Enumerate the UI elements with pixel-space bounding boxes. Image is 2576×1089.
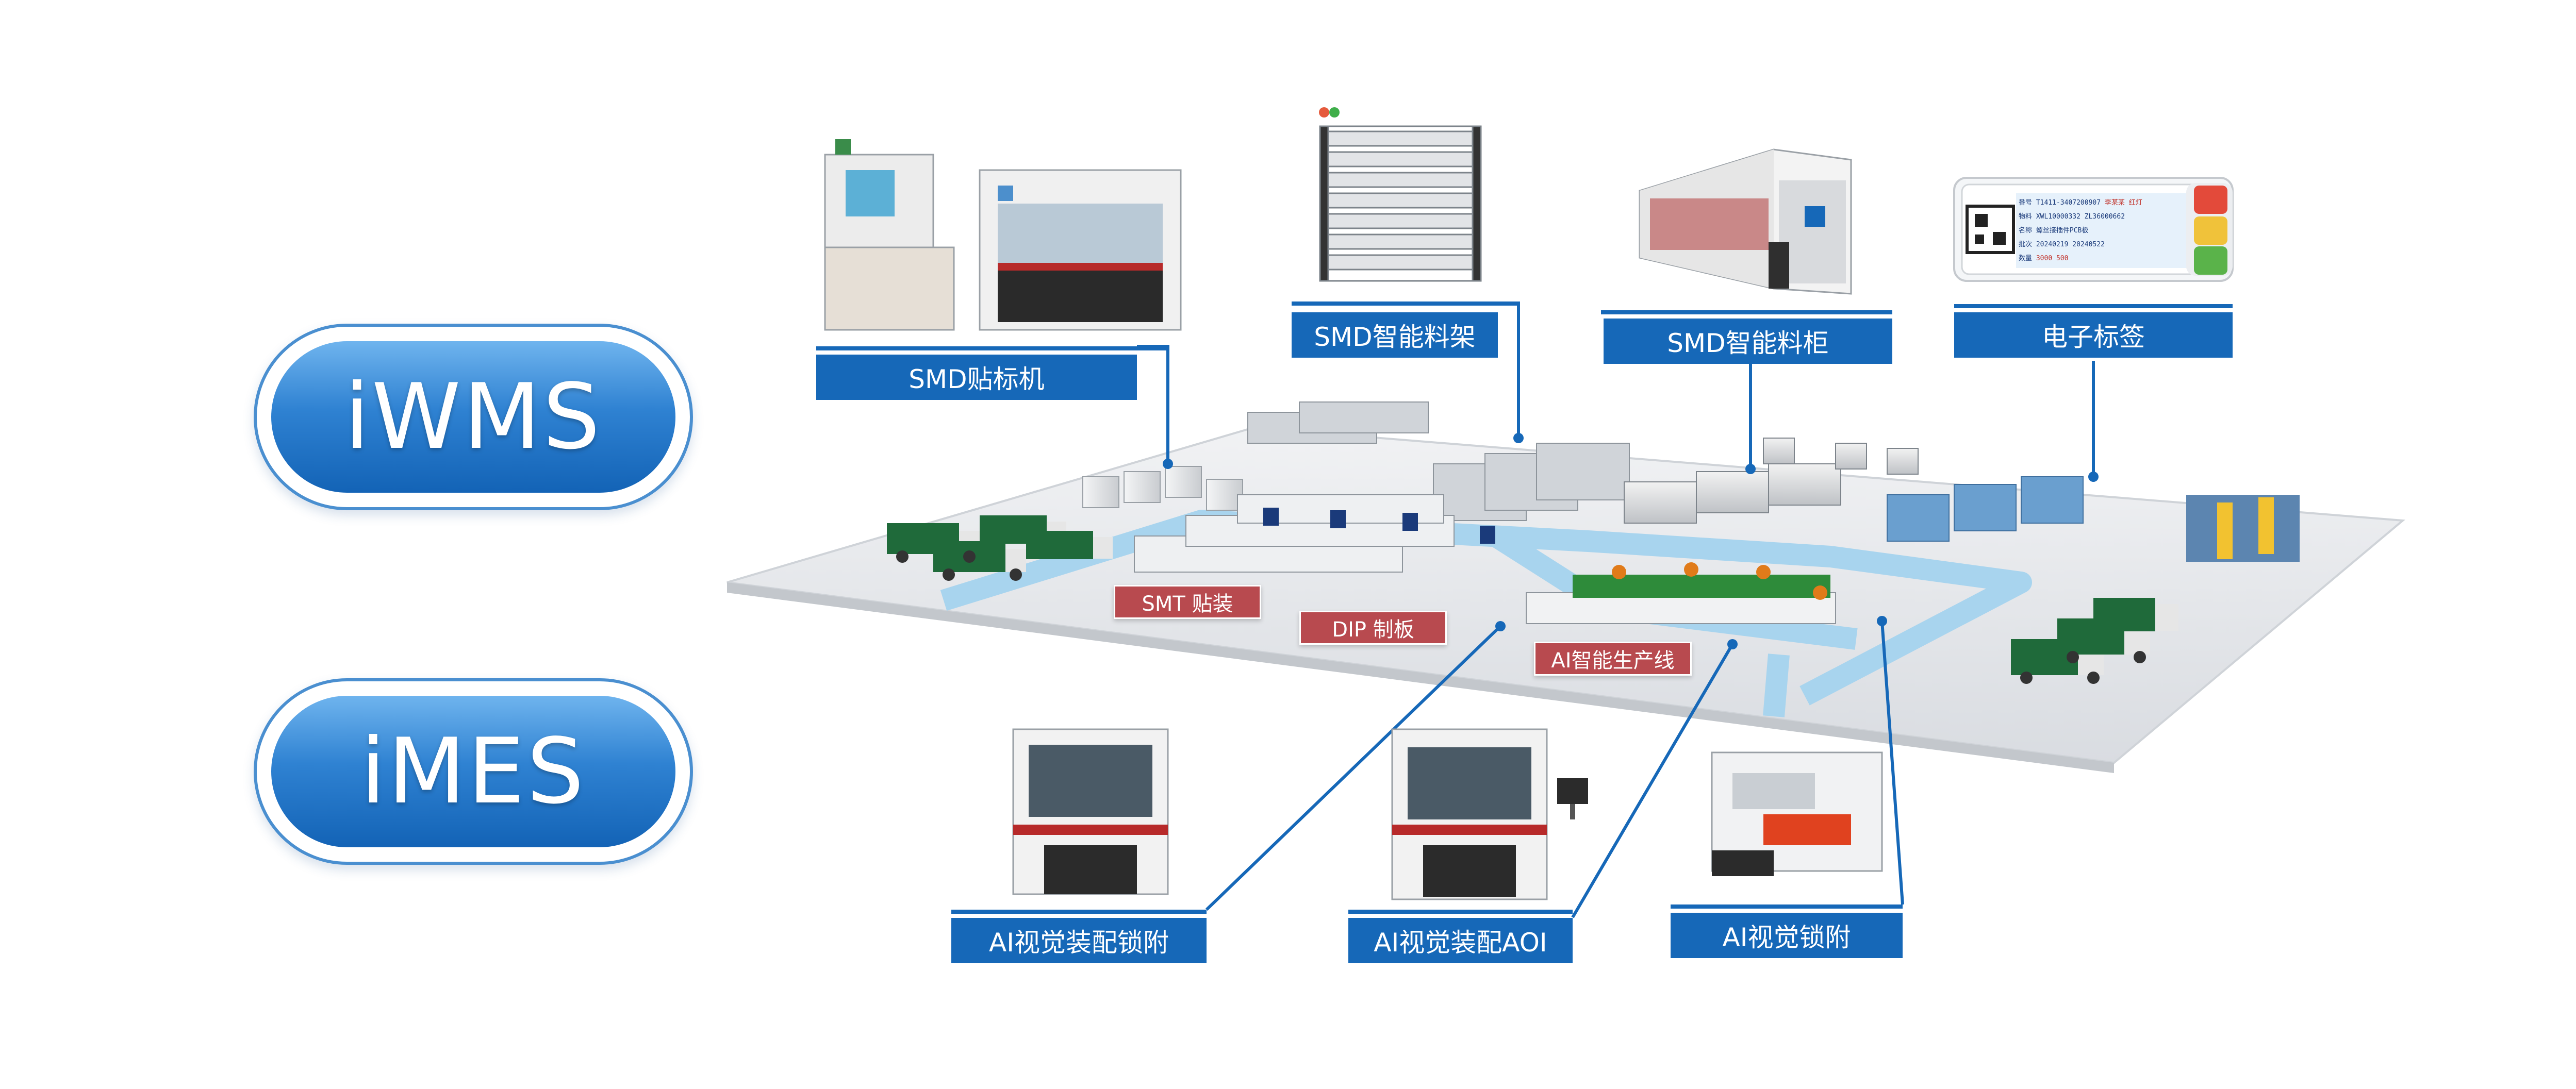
e-label-row: 番号 T1411-3407200907 李某某 红灯 — [2019, 199, 2142, 207]
connector-ai-lock — [1205, 625, 1502, 911]
ai-screw-label: AI视觉锁附 — [1671, 913, 1903, 958]
smd-rack-underline — [1292, 301, 1518, 306]
e-label-row: 名称 螺丝接插件PCB板 — [2019, 227, 2089, 234]
floor-ai-line — [1526, 562, 1836, 624]
smd-rack-label: SMD智能料架 — [1292, 312, 1498, 358]
connector-dots — [1163, 433, 2099, 649]
ai-lock-label: AI视觉装配锁附 — [951, 918, 1207, 963]
iwms-badge: iWMS — [254, 324, 693, 510]
smd-labeler-label: SMD贴标机 — [816, 355, 1137, 400]
floor-edge — [727, 582, 2114, 773]
connector-smd-labeler — [1137, 345, 1169, 464]
e-label-device — [1953, 177, 2234, 282]
connector-ai-aoi — [1571, 643, 1734, 918]
smd-rack-machine — [1319, 107, 1482, 282]
smd-cabinet-underline — [1601, 310, 1892, 314]
ai-screw-underline — [1671, 904, 1903, 909]
ai-lock-underline — [951, 910, 1207, 914]
smd-cabinet-label: SMD智能料柜 — [1604, 319, 1892, 364]
zone-ai-line-label: AI智能生产线 — [1534, 642, 1692, 676]
e-label-label: 电子标签 — [1954, 312, 2233, 358]
ai-aoi-label: AI视觉装配AOI — [1348, 918, 1573, 963]
e-label-row: 批次 20240219 20240522 — [2019, 241, 2105, 248]
floor-high-bay-racks — [2186, 495, 2300, 562]
ai-lock-machine — [1012, 728, 1169, 895]
smd-labeler-underline — [816, 346, 1168, 350]
e-label-screen: 番号 T1411-3407200907 李某某 红灯 物料 XWL1000033… — [2019, 196, 2197, 267]
smd-cabinet-machine — [1639, 148, 1852, 295]
e-label-underline — [1954, 304, 2233, 308]
imes-label: iMES — [360, 719, 586, 824]
zone-dip-label: DIP 制板 — [1299, 611, 1447, 645]
ai-aoi-underline — [1348, 910, 1573, 914]
floor-blue-shelving — [1887, 476, 2084, 542]
e-label-row: 数量 3000 500 — [2019, 255, 2069, 262]
trucks-right — [2011, 598, 2178, 684]
ai-screw-machine — [1711, 751, 1883, 876]
imes-badge: iMES — [254, 678, 693, 865]
ai-aoi-machine — [1391, 728, 1588, 900]
floor-labeler-cluster — [1082, 466, 1243, 511]
connector-lines — [1137, 301, 2095, 918]
zone-smt-label: SMT 贴装 — [1114, 585, 1261, 619]
connector-ai-screw — [1880, 621, 1904, 905]
trucks-left — [887, 515, 1113, 581]
e-label-row: 物料 XWL10000332 ZL36000662 — [2019, 213, 2125, 221]
smd-labeler-machine — [824, 139, 1182, 331]
floor-racks — [1247, 401, 1630, 521]
iwms-label: iWMS — [344, 364, 602, 470]
floor-smart-cabinets — [1624, 438, 1919, 524]
